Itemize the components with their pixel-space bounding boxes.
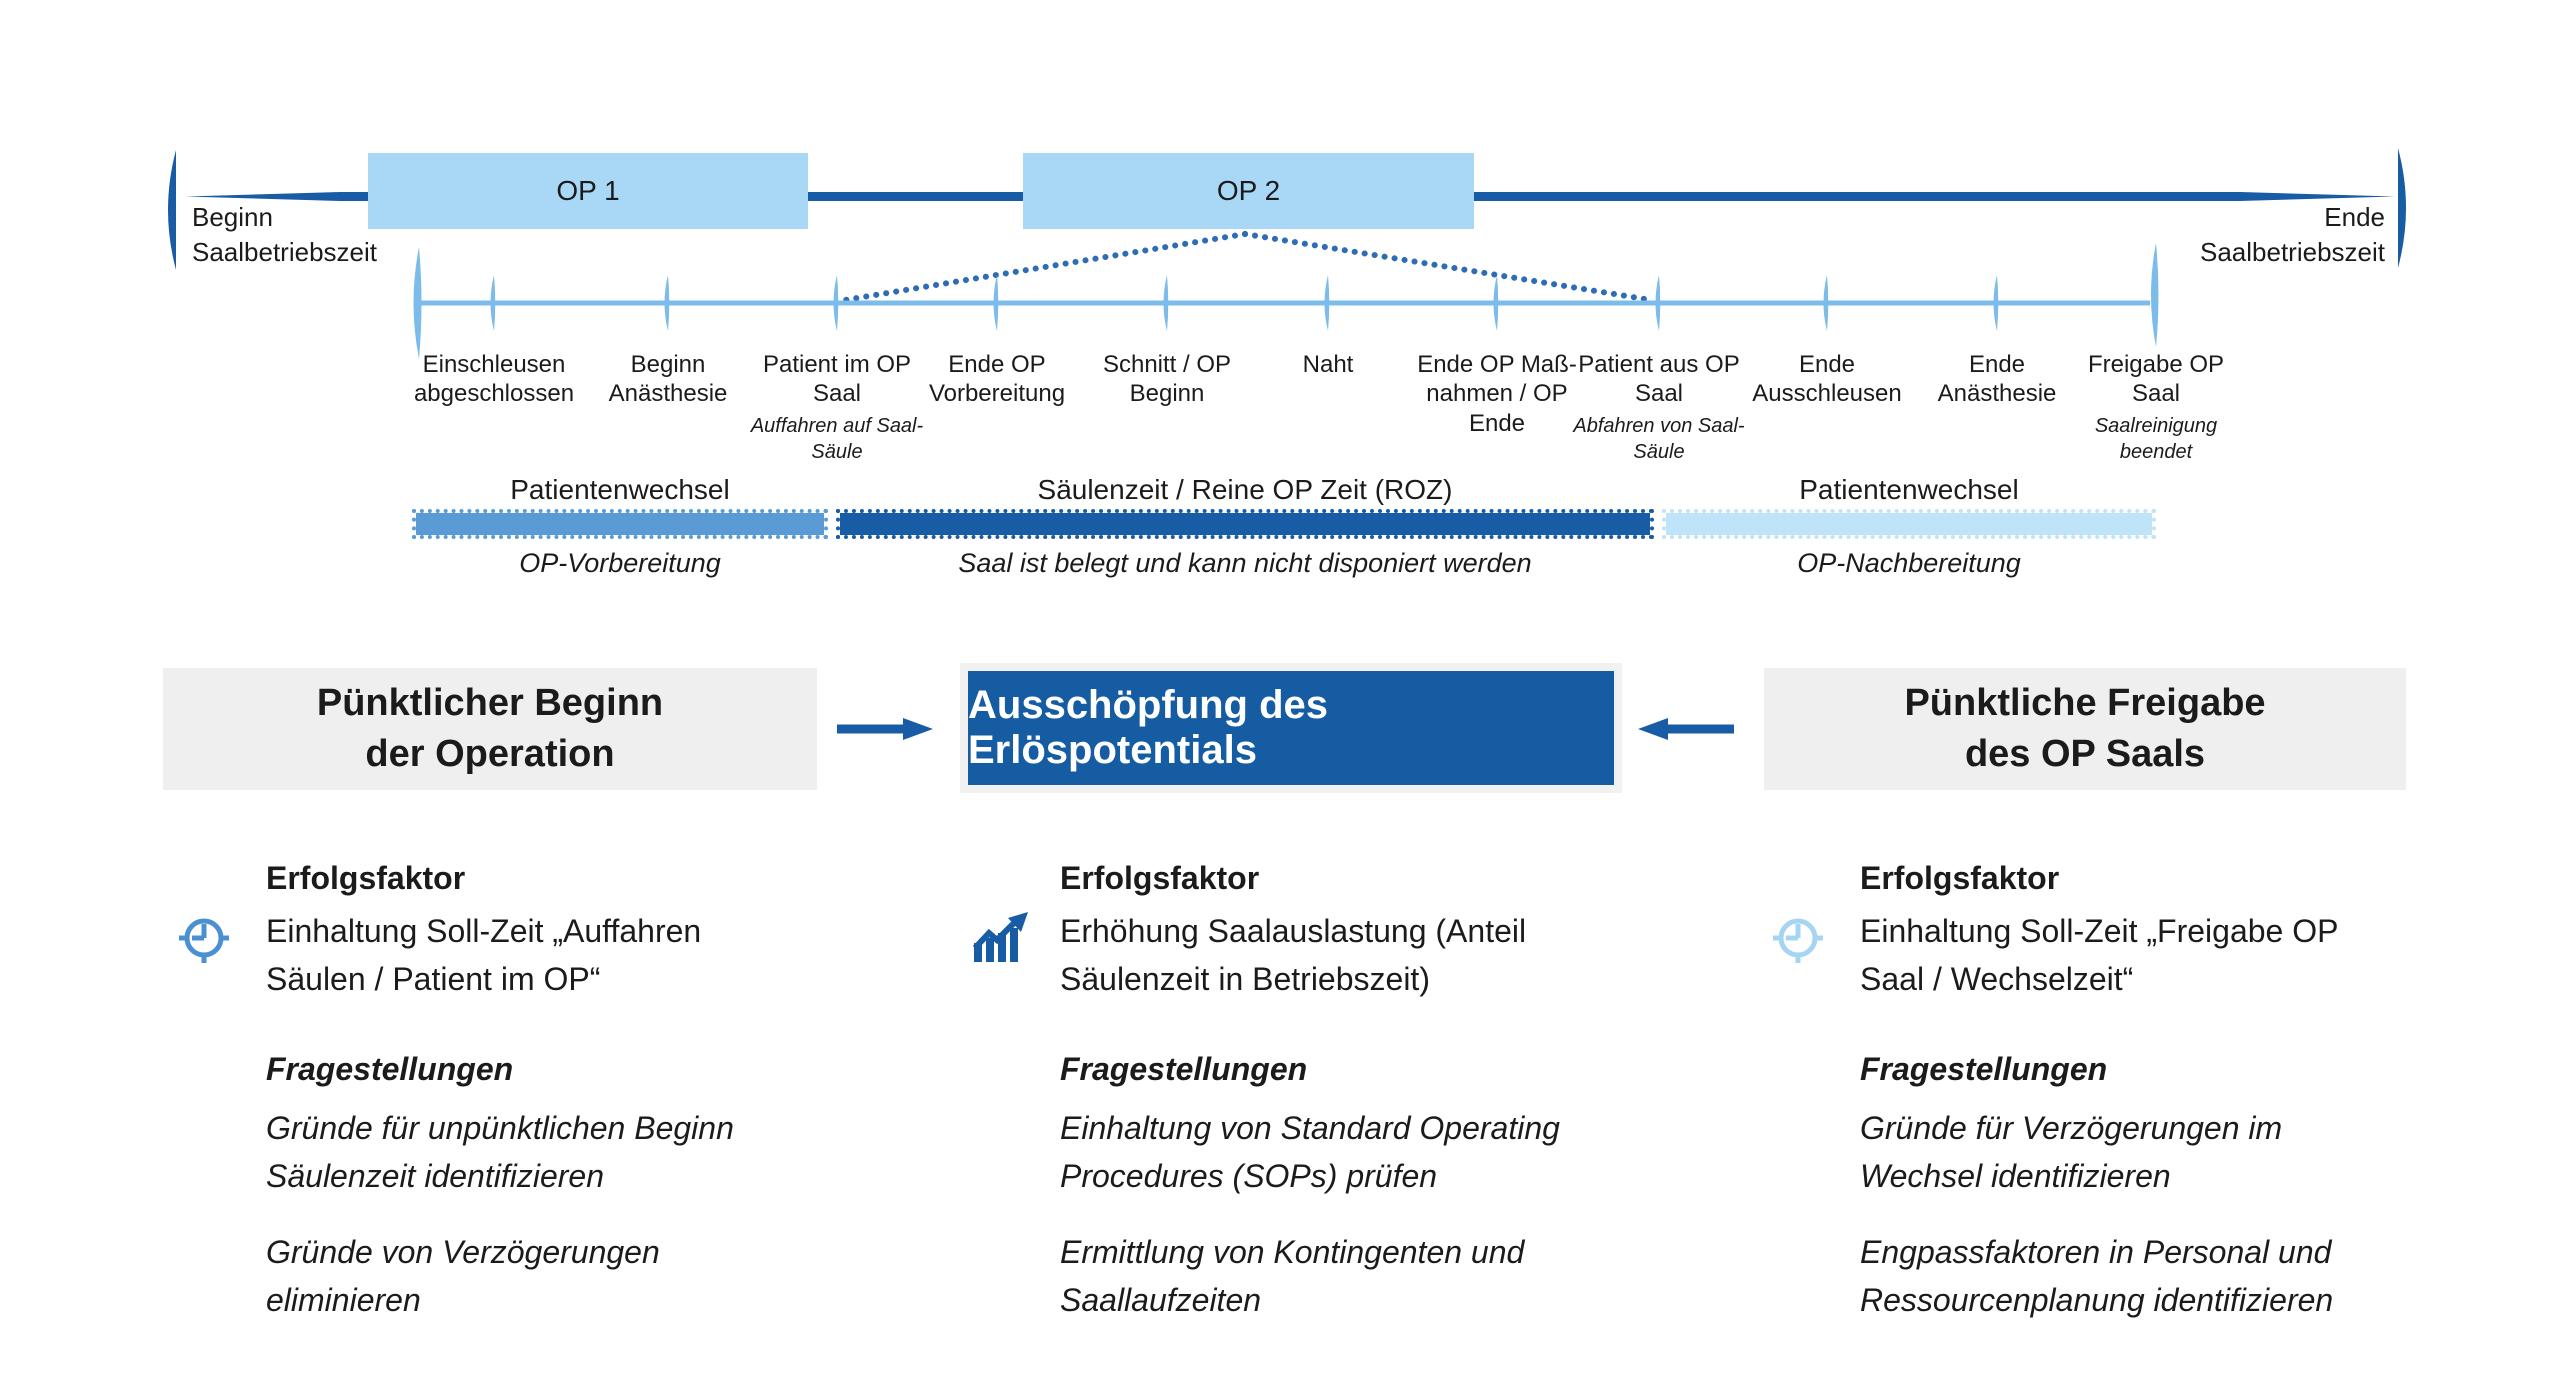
phase-bar-op-nachbereitung — [1662, 509, 2156, 539]
event-title: Ende OP Vorbereitung — [928, 351, 1066, 408]
success-factor-column-3: Erfolgsfaktor Einhaltung Soll-Zeit „Frei… — [1772, 860, 2452, 1352]
phase-label-patientenwechsel-2: Patientenwechsel — [1799, 474, 2019, 505]
phase-bar-op-vorbereitung — [412, 509, 828, 539]
event-subtitle: Abfahren von Saal-Säule — [1573, 414, 1745, 463]
event-label: Ende OP Maß-nahmen / OP Ende — [1407, 350, 1587, 438]
bar-chart-icon — [972, 912, 1060, 1352]
center-flow-box: Ausschöpfung des Erlöspotentials — [968, 671, 1614, 785]
question-item: Gründe für Verzögerungen im Wechsel iden… — [1860, 1110, 2283, 1194]
right-flow-box: Pünktliche Freigabe des OP Saals — [1764, 668, 2406, 790]
center-flow-box-frame: Ausschöpfung des Erlöspotentials — [960, 663, 1622, 793]
op2-projection-left — [842, 231, 1248, 303]
questions-heading: Fragestellungen — [1060, 1051, 1308, 1087]
success-factor-heading: Erfolgsfaktor — [1860, 860, 2060, 896]
op1-box: OP 1 — [368, 153, 808, 229]
questions-heading: Fragestellungen — [1860, 1051, 2108, 1087]
event-label: Beginn Anästhesie — [578, 350, 758, 409]
event-title: Patient im OP Saal — [762, 351, 912, 408]
event-label: Naht — [1238, 350, 1418, 379]
success-factor-text: Einhaltung Soll-Zeit „Freigabe OP Saal /… — [1860, 913, 2338, 997]
op2-box: OP 2 — [1023, 153, 1474, 229]
tick-mark — [993, 275, 999, 331]
question-item: Engpassfaktoren in Personal und Ressourc… — [1860, 1234, 2334, 1318]
event-subtitle: Saalreinigung beendet — [2094, 414, 2218, 463]
event-title: Patient aus OP Saal — [1578, 351, 1740, 408]
clock-icon — [178, 912, 266, 1352]
event-label: Ende OP Vorbereitung — [907, 350, 1087, 409]
question-item: Gründe von Verzögerungen eliminieren — [266, 1234, 660, 1318]
bracket-right — [2398, 148, 2406, 268]
tick-mark — [1493, 275, 1499, 331]
phase-sublabel-op-nachbereitung: OP-Nachbereitung — [1797, 548, 2021, 578]
op2-projection-right — [1242, 231, 1654, 303]
bracket-left — [168, 150, 176, 270]
tick-mark — [664, 275, 670, 331]
success-factor-column-2: Erfolgsfaktor Erhöhung Saalauslastung (A… — [972, 860, 1652, 1352]
event-label: Freigabe OP Saal Saalreinigung beendet — [2066, 350, 2246, 465]
tick-mark — [1163, 275, 1169, 331]
arrow-right-icon — [837, 718, 933, 740]
question-item: Gründe für unpünktlichen Beginn Säulenze… — [266, 1110, 734, 1194]
phase-bar-saeulenzeit — [836, 509, 1654, 539]
tick-mark — [1993, 275, 1999, 331]
event-label: Schnitt / OP Beginn — [1077, 350, 1257, 409]
tick-mark — [833, 275, 839, 331]
event-title: Beginn Anästhesie — [608, 351, 728, 408]
event-title: Schnitt / OP Beginn — [1102, 351, 1232, 408]
event-title: Ende Anästhesie — [1937, 351, 2057, 408]
tick-mark — [1655, 275, 1661, 331]
event-title: Einschleusen abgeschlossen — [413, 351, 575, 408]
event-label: Ende Anästhesie — [1907, 350, 2087, 409]
event-title: Ende OP Maß-nahmen / OP Ende — [1417, 351, 1577, 437]
tick-mark — [490, 275, 496, 331]
question-item: Ermittlung von Kontingenten und Saallauf… — [1060, 1234, 1525, 1318]
tick-mark — [1324, 275, 1330, 331]
success-factor-text: Einhaltung Soll-Zeit „Auffahren Säulen /… — [266, 913, 702, 997]
event-label: Patient aus OP Saal Abfahren von Saal-Sä… — [1569, 350, 1749, 465]
phase-sublabel-saal-belegt: Saal ist belegt und kann nicht disponier… — [958, 548, 1532, 578]
question-item: Einhaltung von Standard Operating Proced… — [1060, 1110, 1560, 1194]
phase-label-patientenwechsel-1: Patientenwechsel — [510, 474, 730, 505]
event-label: Patient im OP Saal Auffahren auf Saal-Sä… — [747, 350, 927, 465]
success-factor-heading: Erfolgsfaktor — [1060, 860, 1260, 896]
phase-sublabel-op-vorbereitung: OP-Vorbereitung — [519, 548, 721, 578]
timeline-end-tick — [2151, 243, 2159, 347]
tick-mark — [1823, 275, 1829, 331]
op1-label: OP 1 — [556, 175, 620, 206]
success-factor-heading: Erfolgsfaktor — [266, 860, 466, 896]
event-subtitle: Auffahren auf Saal-Säule — [750, 414, 924, 463]
op2-label: OP 2 — [1216, 175, 1281, 206]
begin-saalbetriebszeit-label: Beginn Saalbetriebszeit — [192, 202, 377, 268]
event-label: Ende Ausschleusen — [1737, 350, 1917, 409]
event-title: Freigabe OP Saal — [2087, 351, 2225, 408]
timeline-start-tick — [413, 247, 422, 359]
clock-icon — [1772, 912, 1860, 1352]
success-factor-text: Erhöhung Saalauslastung (Anteil Säulenze… — [1060, 913, 1527, 997]
event-label: Einschleusen abgeschlossen — [404, 350, 584, 409]
phase-label-saeulenzeit: Säulenzeit / Reine OP Zeit (ROZ) — [1037, 474, 1453, 505]
questions-heading: Fragestellungen — [266, 1051, 514, 1087]
left-flow-box: Pünktlicher Beginn der Operation — [163, 668, 817, 790]
event-title: Ende Ausschleusen — [1752, 351, 1902, 408]
success-factor-column-1: Erfolgsfaktor Einhaltung Soll-Zeit „Auff… — [178, 860, 838, 1352]
event-timeline — [419, 300, 2150, 306]
event-title: Naht — [1302, 351, 1354, 378]
arrow-left-icon — [1638, 718, 1734, 740]
ende-saalbetriebszeit-label: Ende Saalbetriebszeit — [2200, 202, 2385, 268]
